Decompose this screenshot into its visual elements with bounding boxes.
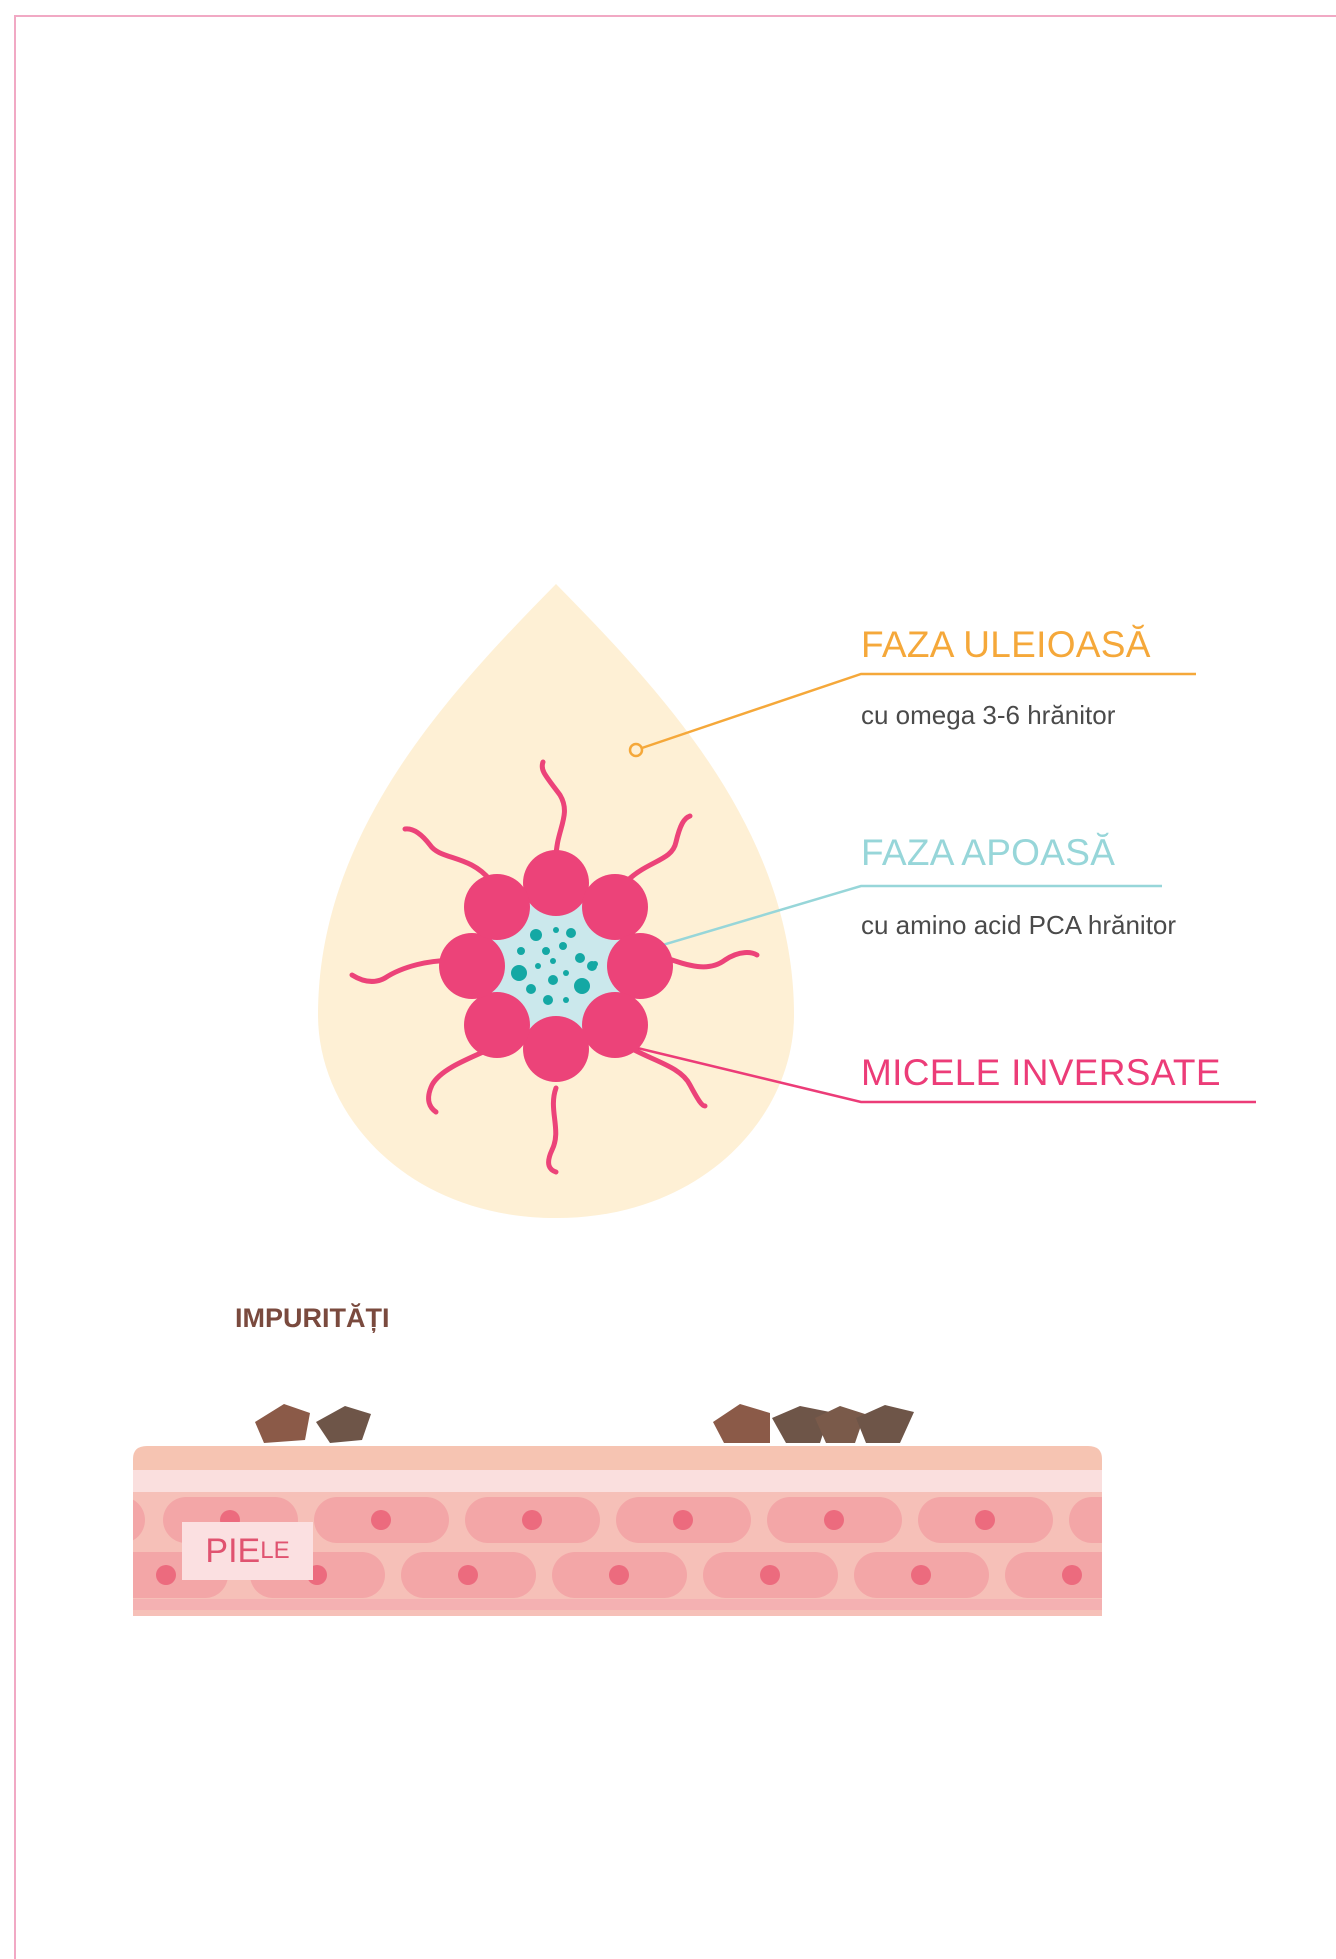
impurities-label: IMPURITĂȚI <box>235 1303 390 1333</box>
micelles-title: MICELE INVERSATE <box>861 1052 1221 1093</box>
micelle-tails <box>349 759 760 1175</box>
amino-acid-dots <box>511 927 598 1005</box>
oil-phase-title: FAZA ULEIOASĂ <box>861 624 1151 665</box>
oil-phase-subtitle: cu omega 3-6 hrănitor <box>861 700 1116 730</box>
skin-label-rest: LE <box>260 1537 290 1564</box>
page-frame <box>14 15 1336 1959</box>
skin-label-first: PIE <box>205 1531 261 1570</box>
aqueous-callout-line <box>591 884 1162 968</box>
skin-right-edge <box>1102 1440 1162 1620</box>
micelle-callout-line <box>595 1036 1256 1104</box>
aqueous-phase-subtitle: cu amino acid PCA hrănitor <box>861 910 1177 940</box>
aqueous-phase-title: FAZA APOASĂ <box>861 832 1116 873</box>
micelle-heads <box>439 850 673 1082</box>
skin-left-edge <box>80 1440 133 1620</box>
oil-callout-line <box>628 672 1196 758</box>
impurities <box>255 1404 914 1443</box>
